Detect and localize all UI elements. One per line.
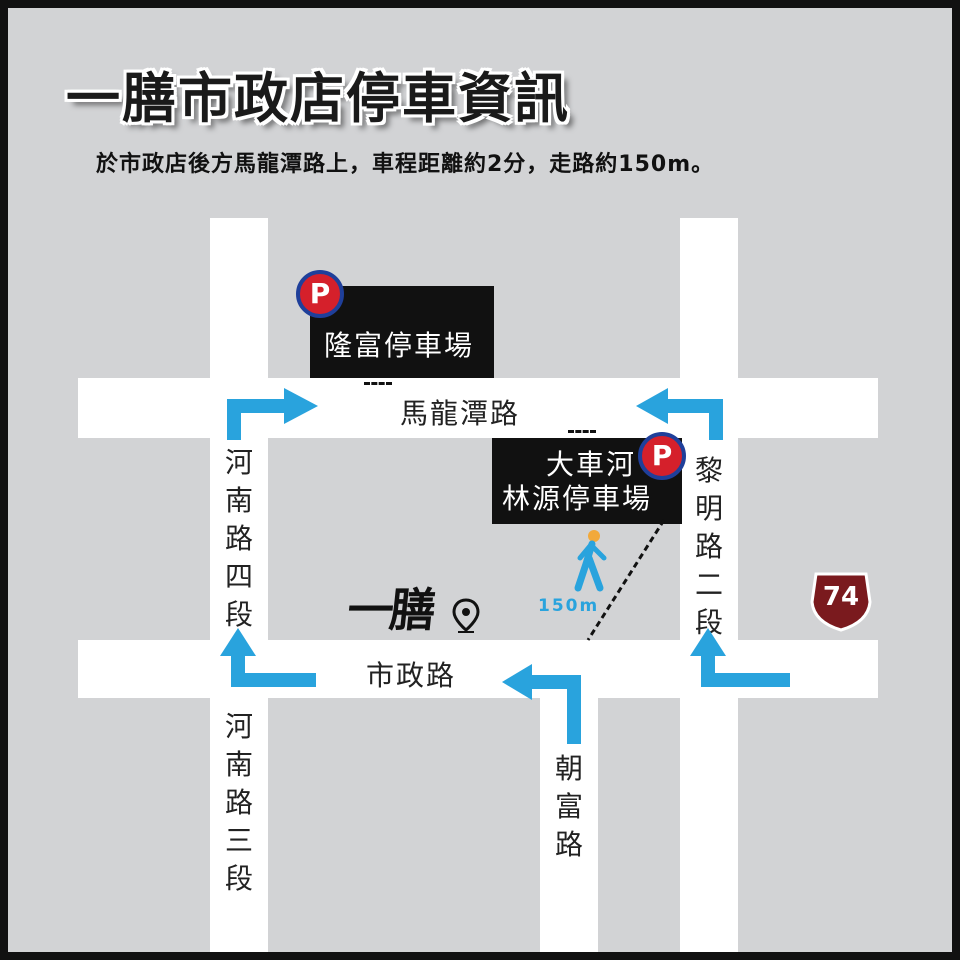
page-title: 一膳市政店停車資訊 xyxy=(66,67,570,130)
map-canvas: 一膳市政店停車資訊 於市政店後方馬龍潭路上，車程距離約2分，走路約150m。 馬… xyxy=(8,8,952,952)
parking-dacheriver-line1: 大車河 xyxy=(546,448,637,481)
road-label-shizheng: 市政路 xyxy=(366,659,457,692)
route-arrow-icon xyxy=(227,388,318,440)
store-logo: 一膳 xyxy=(344,583,435,637)
directions-text: 於市政店後方馬龍潭路上，車程距離約2分，走路約150m。 xyxy=(96,152,715,177)
highway-number: 74 xyxy=(822,582,860,612)
walking-distance-label: 150m xyxy=(538,596,600,616)
location-pin-icon xyxy=(452,598,480,633)
parking-icon: P xyxy=(638,432,686,480)
parking-longfu-name: 隆富停車場 xyxy=(324,329,475,362)
road-label-liming2: 黎明路二段 xyxy=(694,454,723,639)
road-label-henan3: 河南路三段 xyxy=(224,710,253,895)
route-arrow-icon xyxy=(636,388,723,440)
road-label-chaofu: 朝富路 xyxy=(554,752,583,861)
parking-longfu-sign: 隆富停車場 xyxy=(310,286,494,378)
parking-entrance-marker xyxy=(568,430,596,433)
walking-route-line xyxy=(586,519,666,641)
highway-shield-icon: 74 xyxy=(808,568,874,634)
route-arrow-icon xyxy=(220,628,316,687)
road-label-henan4: 河南路四段 xyxy=(224,446,253,631)
road-shizheng xyxy=(78,640,878,698)
parking-dacheriver-line2: 林源停車場 xyxy=(502,482,653,515)
route-arrow-icon xyxy=(502,664,581,744)
road-label-malongtan: 馬龍潭路 xyxy=(400,397,521,430)
road-henan xyxy=(210,218,268,952)
walking-person-icon xyxy=(574,530,607,592)
road-liming xyxy=(680,218,738,952)
road-malongtan xyxy=(78,378,878,438)
parking-icon: P xyxy=(296,270,344,318)
route-arrow-icon xyxy=(690,628,790,687)
parking-entrance-marker xyxy=(364,382,392,385)
